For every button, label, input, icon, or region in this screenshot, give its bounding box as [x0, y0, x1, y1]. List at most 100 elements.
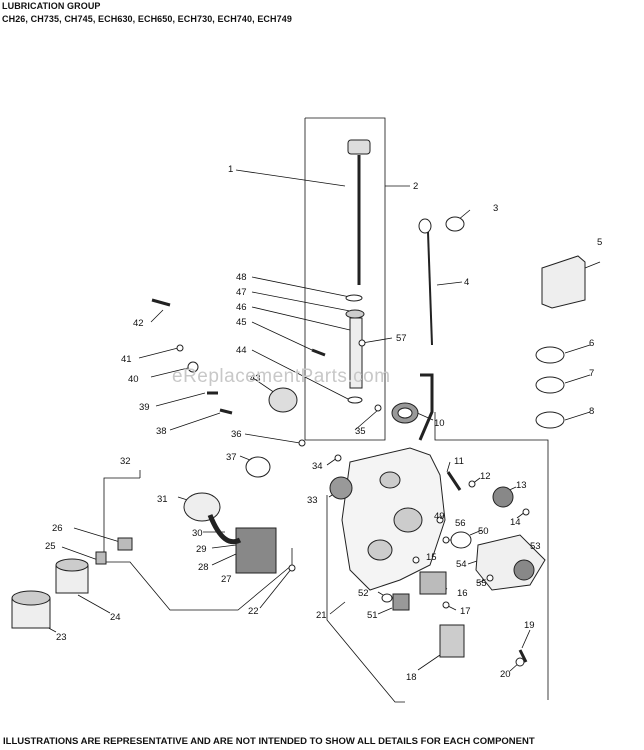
screw-12 — [468, 480, 476, 488]
callout-33: 33 — [307, 495, 318, 506]
callout-40: 40 — [128, 374, 139, 385]
callout-18: 18 — [406, 672, 417, 683]
callout-8: 8 — [589, 406, 594, 417]
callout-25: 25 — [45, 541, 56, 552]
callout-15: 15 — [426, 552, 437, 563]
screw-45 — [311, 348, 326, 357]
callout-13: 13 — [516, 480, 527, 491]
callout-23: 23 — [56, 632, 67, 643]
assembly-18 — [439, 624, 465, 658]
callout-47: 47 — [236, 287, 247, 298]
callout-30: 30 — [192, 528, 203, 539]
callout-45: 45 — [236, 317, 247, 328]
callout-3: 3 — [493, 203, 498, 214]
callout-48: 48 — [236, 272, 247, 283]
part-57 — [358, 339, 366, 347]
screw-14 — [522, 508, 530, 516]
group-box-21 — [326, 495, 405, 703]
plug-49 — [436, 516, 444, 524]
callout-28: 28 — [198, 562, 209, 573]
plug-15 — [412, 556, 420, 564]
screw-55 — [486, 574, 494, 582]
callout-24: 24 — [110, 612, 121, 623]
callout-31: 31 — [157, 494, 168, 505]
callout-29: 29 — [196, 544, 207, 555]
switch-51 — [392, 593, 410, 611]
callout-5: 5 — [597, 237, 602, 248]
callout-54: 54 — [456, 559, 467, 570]
screw-19 — [518, 649, 528, 663]
callout-10: 10 — [434, 418, 445, 429]
callout-55: 55 — [476, 578, 487, 589]
main-housing-21 — [341, 447, 446, 591]
plug-35 — [374, 404, 382, 412]
callout-2: 2 — [413, 181, 418, 192]
gasket-37 — [245, 456, 271, 478]
o-ring-52 — [381, 593, 393, 603]
callout-20: 20 — [500, 669, 511, 680]
fitting-26 — [117, 537, 133, 551]
screw-38 — [219, 408, 233, 415]
callout-27: 27 — [221, 574, 232, 585]
callout-labels: 1 2 3 4 5 6 7 8 10 11 12 13 14 15 16 17 … — [45, 164, 602, 683]
callout-26: 26 — [52, 523, 63, 534]
callout-44: 44 — [236, 345, 247, 356]
callout-22: 22 — [248, 606, 259, 617]
seal-33 — [329, 476, 353, 500]
group-box-32 — [103, 477, 293, 611]
callout-39: 39 — [139, 402, 150, 413]
callout-53: 53 — [530, 541, 541, 552]
screw-11 — [446, 471, 462, 491]
cover-5 — [541, 255, 586, 309]
nipple-25 — [95, 551, 107, 565]
callout-14: 14 — [510, 517, 521, 528]
model-list: CH26, CH735, CH745, ECH630, ECH650, ECH7… — [2, 14, 292, 24]
watermark-text: eReplacementParts.com — [172, 366, 391, 387]
callout-17: 17 — [460, 606, 471, 617]
callout-51: 51 — [367, 610, 378, 621]
nut-41 — [176, 344, 184, 352]
gasket-7 — [535, 376, 565, 394]
callout-41: 41 — [121, 354, 132, 365]
gasket-50 — [450, 531, 472, 549]
callout-42: 42 — [133, 318, 144, 329]
callout-32: 32 — [120, 456, 131, 467]
plug-56 — [442, 536, 450, 544]
pump-16 — [419, 571, 447, 595]
diagram-title: LUBRICATION GROUP — [2, 1, 101, 11]
callout-46: 46 — [236, 302, 247, 313]
callout-21: 21 — [316, 610, 327, 621]
callout-36: 36 — [231, 429, 242, 440]
callout-37: 37 — [226, 452, 237, 463]
o-ring-48 — [345, 294, 363, 302]
callout-16: 16 — [457, 588, 468, 599]
callout-19: 19 — [524, 620, 535, 631]
callout-6: 6 — [589, 338, 594, 349]
callout-35: 35 — [355, 426, 366, 437]
callout-49: 49 — [434, 511, 445, 522]
o-ring-3 — [445, 216, 465, 232]
group-box-2 — [304, 117, 386, 441]
dipstick-cap — [347, 139, 371, 155]
gasket-8 — [535, 411, 565, 429]
clip-40 — [187, 361, 199, 373]
screw-36 — [298, 439, 306, 447]
disclaimer-footer: ILLUSTRATIONS ARE REPRESENTATIVE AND ARE… — [3, 736, 535, 747]
callout-43: 43 — [250, 373, 261, 384]
callout-1: 1 — [228, 164, 233, 175]
callout-12: 12 — [480, 471, 491, 482]
leader-lines — [29, 169, 601, 672]
screw-42 — [151, 298, 171, 307]
callout-4: 4 — [464, 277, 469, 288]
callout-57: 57 — [396, 333, 407, 344]
adapter-31 — [183, 492, 221, 522]
callout-7: 7 — [589, 368, 594, 379]
screw-34 — [334, 454, 342, 462]
callout-50: 50 — [478, 526, 489, 537]
callout-52: 52 — [358, 588, 369, 599]
screw-17 — [442, 601, 450, 609]
gear-13 — [492, 486, 514, 508]
screw-22 — [288, 564, 296, 572]
gasket-6 — [535, 346, 565, 364]
